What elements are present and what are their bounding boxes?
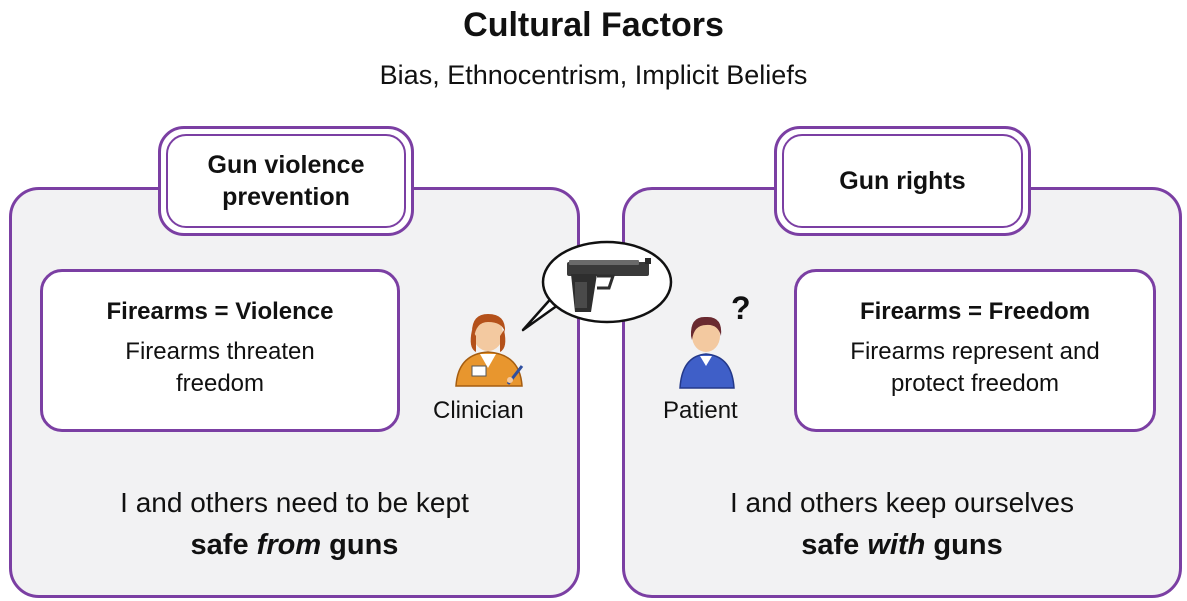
card-body: Firearms threaten freedom [125,338,315,398]
card-title: Firearms = Violence [106,298,334,325]
statement-emphasis: safe with guns [801,529,1003,561]
patient-label: Patient [663,397,738,424]
question-mark: ? [731,290,751,326]
tab-gun-violence-prevention: Gun violence prevention [158,126,414,236]
tab-label: Gun rights [839,166,966,195]
handgun-icon [567,258,651,312]
card-title: Firearms = Freedom [859,298,1091,325]
clinician-label: Clinician [433,397,524,424]
belief-card-freedom: Firearms = Freedom Firearms represent an… [794,269,1156,432]
statement-line: I and others need to be kept [120,487,469,518]
left-statement: I and others need to be kept safe from g… [9,482,580,568]
statement-line: I and others keep ourselves [730,487,1074,518]
clinician-icon [455,314,524,387]
diagram-title: Cultural Factors [463,6,724,44]
tab-label: Gun violence prevention [207,150,365,212]
tab-gun-rights: Gun rights [774,126,1031,236]
speech-bubble-icon [521,240,673,332]
patient-icon [679,316,735,389]
diagram-subtitle: Bias, Ethnocentrism, Implicit Beliefs [379,60,808,90]
card-body: Firearms represent and protect freedom [850,338,1100,398]
statement-emphasis: safe from guns [190,529,399,561]
belief-card-violence: Firearms = Violence Firearms threaten fr… [40,269,400,432]
right-statement: I and others keep ourselves safe with gu… [622,482,1182,568]
